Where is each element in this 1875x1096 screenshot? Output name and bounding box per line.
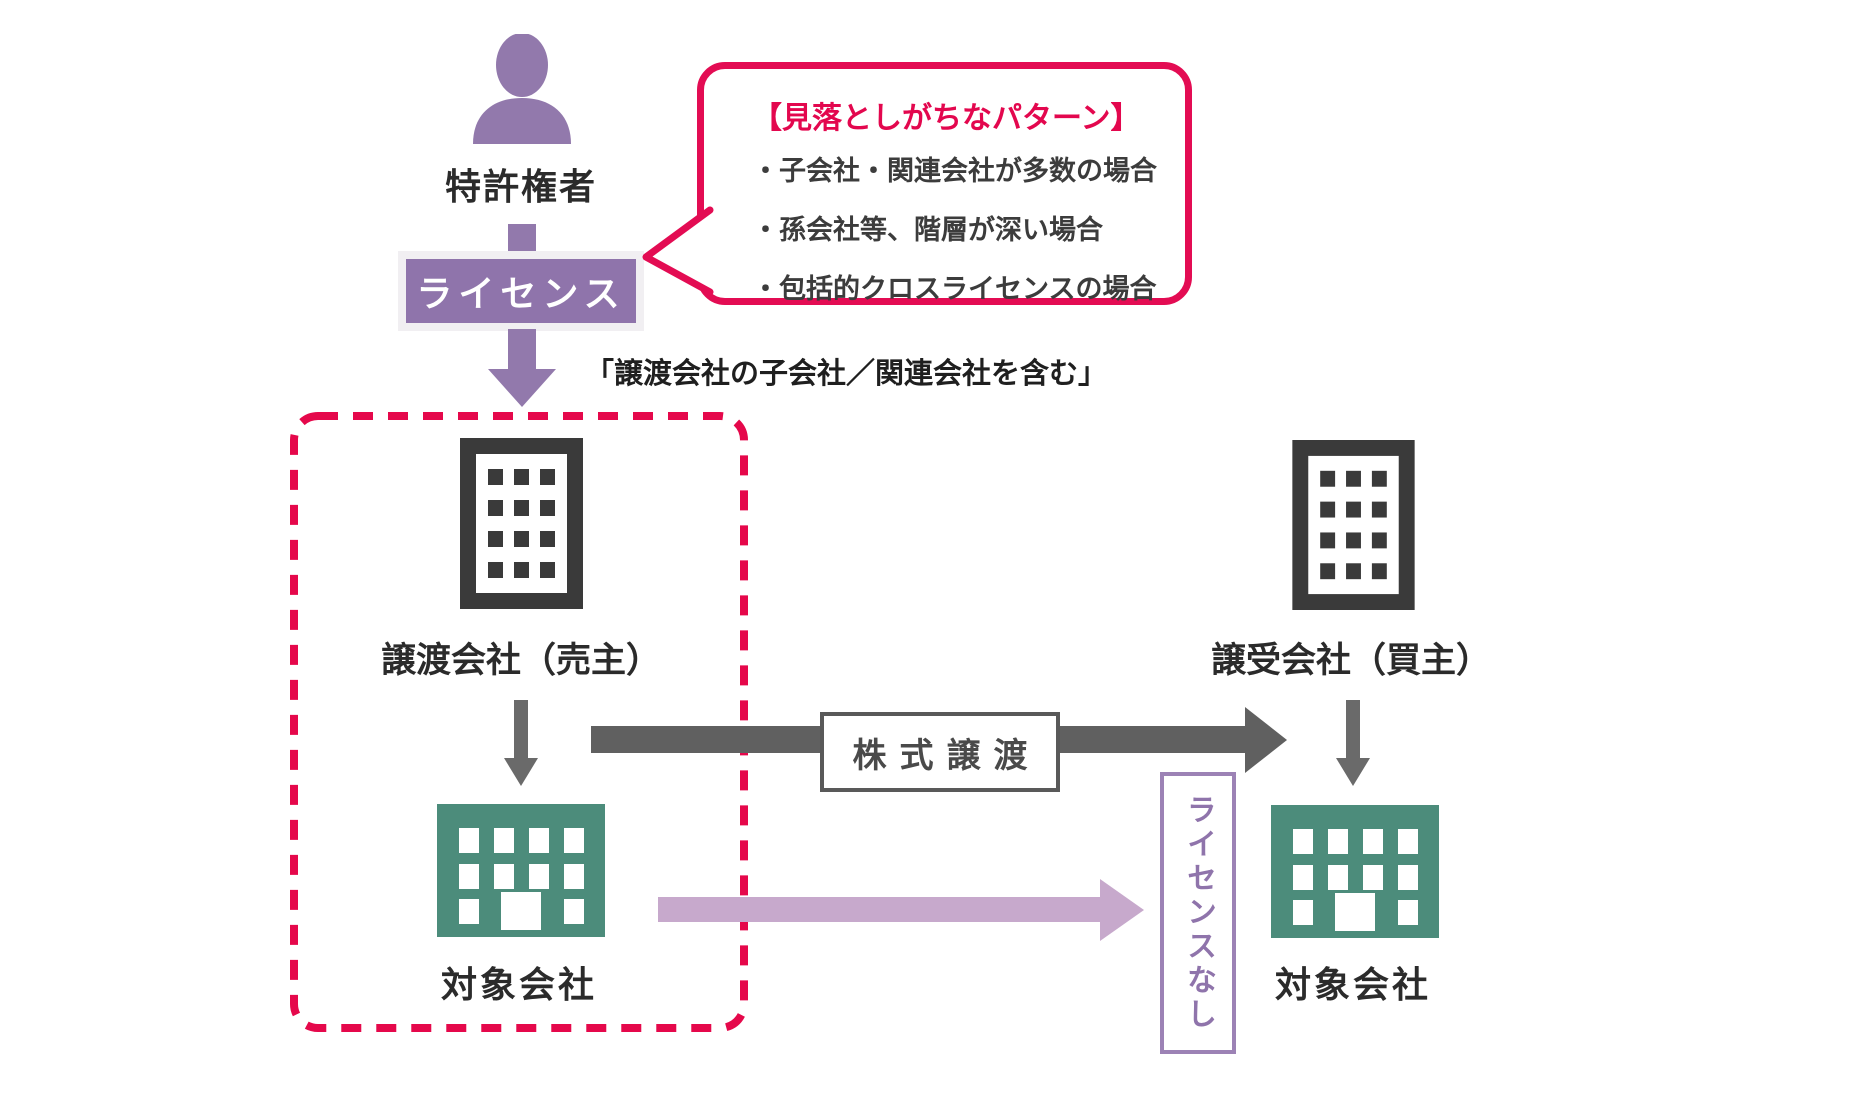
scope-note: 「譲渡会社の子会社／関連会社を含む」	[585, 356, 1108, 390]
no-license-label: ライセンスなし	[1181, 794, 1216, 1032]
target-company-right-icon	[1271, 805, 1439, 938]
seller-company-label: 譲渡会社（売主）	[380, 641, 661, 681]
seller-building-icon	[460, 438, 583, 609]
seller-to-target-arrow-icon	[504, 758, 538, 786]
target-company-left-icon	[437, 804, 605, 937]
license-badge-label: ライセンス	[406, 259, 636, 323]
patent-holder-label: 特許権者	[444, 167, 597, 208]
target-company-right-label: 対象会社	[1274, 965, 1431, 1006]
license-arrow-down-shaft	[508, 329, 536, 369]
seller-to-target-arrow-shaft	[514, 700, 528, 758]
callout-bullet-1: ・子会社・関連会社が多数の場合	[752, 156, 1157, 187]
buyer-to-target-arrow-icon	[1336, 758, 1370, 786]
no-license-box: ライセンスなし	[1160, 772, 1236, 1054]
buyer-building-icon	[1292, 440, 1415, 610]
target-company-left-label: 対象会社	[440, 965, 597, 1006]
seller-group-dashed-frame	[290, 412, 748, 1032]
no-license-arrow-icon	[1100, 879, 1144, 941]
share-transfer-arrow-icon	[1245, 707, 1287, 773]
person-icon	[473, 34, 571, 144]
callout-bullet-3: ・包括的クロスライセンスの場合	[752, 274, 1157, 305]
callout-bullet-2: ・孫会社等、階層が深い場合	[752, 215, 1103, 246]
callout-bubble: 【見落としがちなパターン】 ・子会社・関連会社が多数の場合 ・孫会社等、階層が深…	[697, 62, 1192, 305]
no-license-arrow-shaft	[658, 897, 1102, 922]
share-transfer-label: 株式譲渡	[820, 712, 1060, 792]
buyer-to-target-arrow-shaft	[1346, 700, 1360, 758]
callout-title: 【見落としがちなパターン】	[752, 101, 1141, 136]
license-badge: ライセンス	[398, 251, 644, 331]
callout-tail-pointer	[642, 206, 714, 296]
buyer-company-label: 譲受会社（買主）	[1210, 641, 1491, 681]
license-arrow-down-icon	[488, 369, 556, 407]
